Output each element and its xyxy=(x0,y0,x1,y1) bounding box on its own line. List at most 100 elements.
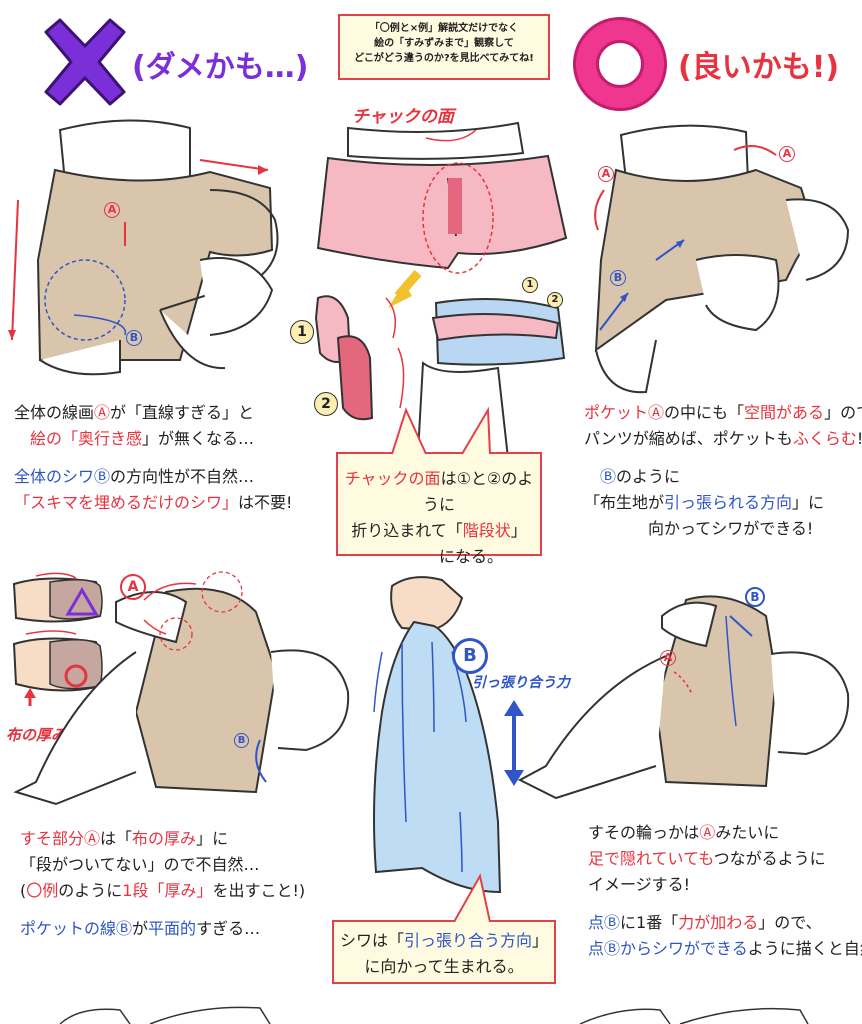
marker-b: B xyxy=(234,733,249,748)
text-segment: 「布生地が xyxy=(584,493,665,512)
text-segment: 1段「厚み」 xyxy=(122,881,213,900)
good-shorts-illustration xyxy=(594,124,850,394)
marker-b: B xyxy=(452,638,488,674)
text-segment: すそ部分 xyxy=(20,829,85,848)
hanging-cloth-illustration xyxy=(373,576,502,894)
pull-force-label: 引っ張り合う力 xyxy=(472,675,570,691)
text-segment: 」ので、 xyxy=(758,913,822,932)
text-segment: つながるように xyxy=(713,849,826,868)
text-segment: すぎる… xyxy=(196,919,261,938)
bad-wrinkle-highlight xyxy=(44,259,126,341)
marker-a: A xyxy=(104,202,120,218)
text-segment: Ⓐ xyxy=(648,403,665,422)
text-line: 「スキマを埋めるだけのシワ」は不要! xyxy=(14,490,292,516)
text-segment: が「直線すぎる」と xyxy=(110,403,255,422)
text-line: ポケットⒶの中にも「空間がある」ので xyxy=(584,400,862,426)
text-segment: 階段状 xyxy=(462,521,511,540)
text-segment: Ⓑ xyxy=(94,467,111,486)
text-segment: に1番「 xyxy=(620,913,679,932)
text-line xyxy=(14,452,292,464)
text-segment: Ⓐ xyxy=(84,829,101,848)
text-segment: シワは「 xyxy=(339,931,404,950)
text-line: 点Ⓑからシワができるように描くと自然! xyxy=(588,936,862,962)
zipper-highlight xyxy=(422,162,494,274)
text-line xyxy=(588,898,862,910)
text-segment: ポケット xyxy=(584,403,649,422)
text-segment: 向かってシワができる! xyxy=(584,519,814,538)
text-segment: に向かって生まれる。 xyxy=(364,957,524,976)
text-line: ポケットの線Ⓑが平面的すぎる… xyxy=(20,916,305,942)
next-section-preview xyxy=(59,1006,809,1024)
text-segment: Ⓐ xyxy=(699,823,716,842)
callout-pointer xyxy=(453,873,491,923)
text-line: 全体の線画Ⓐが「直線すぎる」と xyxy=(14,400,292,426)
text-line: シワは「引っ張り合う方向」 xyxy=(334,928,554,954)
callout-pointer xyxy=(391,406,491,455)
text-segment: 〇例 xyxy=(26,881,59,900)
text-line: 「布生地が引っ張られる方向」に xyxy=(584,490,862,516)
text-segment: は「 xyxy=(100,829,133,848)
text-segment: Ⓑ xyxy=(584,467,617,486)
text-segment: ように描くと自然! xyxy=(747,939,862,958)
fabric-thickness-illustration xyxy=(12,572,103,706)
bad-explanation-1: 全体の線画Ⓐが「直線すぎる」と 絵の「奥行き感」が無くなる… 全体のシワⒷの方向… xyxy=(14,400,292,516)
step-number-1: 1 xyxy=(290,320,314,344)
good-circle-mark-icon xyxy=(573,17,667,111)
text-line: すそ部分Ⓐは「布の厚み」に xyxy=(20,826,305,852)
text-line: 点Ⓑに1番「力が加わる」ので、 xyxy=(588,910,862,936)
text-segment: 「スキマを埋めるだけのシワ」 xyxy=(14,493,239,512)
bad-example-label: (ダメかも…) xyxy=(132,50,309,85)
header-note-line: 絵の「すみずみまで」観察して xyxy=(374,38,514,49)
text-segment: Ⓑ xyxy=(116,919,133,938)
text-segment: ふくらむ xyxy=(792,429,857,448)
text-segment: パンツが縮めば、ポケットも xyxy=(584,429,793,448)
double-arrow-icon xyxy=(504,700,524,786)
text-line: 「段がついてない」ので不自然… xyxy=(20,852,305,878)
text-segment: の中にも「 xyxy=(664,403,745,422)
text-line: に向かって生まれる。 xyxy=(334,954,554,980)
text-line: 向かってシワができる! xyxy=(584,516,862,542)
text-line: 絵の「奥行き感」が無くなる… xyxy=(14,426,292,452)
text-segment: 奥行き感 xyxy=(78,429,143,448)
header-note: 「〇例と×例」解説文だけでなく 絵の「すみずみまで」観察して どこがどう違うのか… xyxy=(338,14,550,80)
circle-icon xyxy=(64,664,88,688)
cloth-callout: シワは「引っ張り合う方向」に向かって生まれる。 xyxy=(332,920,556,984)
text-line: パンツが縮めば、ポケットもふくらむ! xyxy=(584,426,862,452)
text-segment: 」に xyxy=(196,829,229,848)
text-segment: ( xyxy=(20,881,27,900)
marker-b: B xyxy=(610,270,626,286)
bad-sitting-shorts-illustration xyxy=(13,571,350,806)
text-segment: のように xyxy=(616,467,681,486)
zipper-closeup-illustration xyxy=(314,121,568,461)
good-explanation-2: すその輪っかはⒶみたいに足で隠れていてもつながるようにイメージする! 点Ⓑに1番… xyxy=(588,820,862,962)
good-sitting-shorts-illustration xyxy=(517,595,850,800)
text-segment: 点 xyxy=(588,913,605,932)
text-segment: チャックの面 xyxy=(344,469,441,488)
text-segment: 折り込まれて「 xyxy=(351,521,463,540)
text-segment: Ⓑ xyxy=(604,913,621,932)
marker-b: B xyxy=(126,330,142,346)
step-number-1: 1 xyxy=(522,277,538,293)
zipper-callout: チャックの面は①と②のように折り込まれて「階段状」 になる。 xyxy=(336,452,542,566)
text-segment: Ⓑ xyxy=(604,939,621,958)
bad-explanation-2: すそ部分Ⓐは「布の厚み」に「段がついてない」ので不自然…(〇例のように1段「厚み… xyxy=(20,826,305,942)
text-segment: が xyxy=(132,919,149,938)
text-segment: からシワができる xyxy=(620,939,748,958)
text-segment: は①と②のように xyxy=(422,469,534,514)
text-segment: ! xyxy=(857,429,862,448)
bad-shorts-illustration xyxy=(8,119,279,376)
bad-x-mark-icon xyxy=(44,18,126,106)
text-segment: 全体の線画 xyxy=(14,403,95,422)
text-segment: 」に xyxy=(792,493,825,512)
text-segment: 平面的 xyxy=(148,919,197,938)
marker-a: A xyxy=(660,650,676,666)
text-segment: 引っ張り合う方向 xyxy=(403,931,532,950)
text-segment: すその輪っかは xyxy=(588,823,700,842)
text-line: 足で隠れていてもつながるように xyxy=(588,846,862,872)
text-segment: Ⓐ xyxy=(94,403,111,422)
text-line: になる。 xyxy=(338,544,540,570)
zipper-face-label: チャックの面 xyxy=(352,107,454,127)
text-segment: は不要! xyxy=(238,493,293,512)
text-segment: 」 xyxy=(510,521,527,540)
text-segment: 」 xyxy=(532,931,549,950)
